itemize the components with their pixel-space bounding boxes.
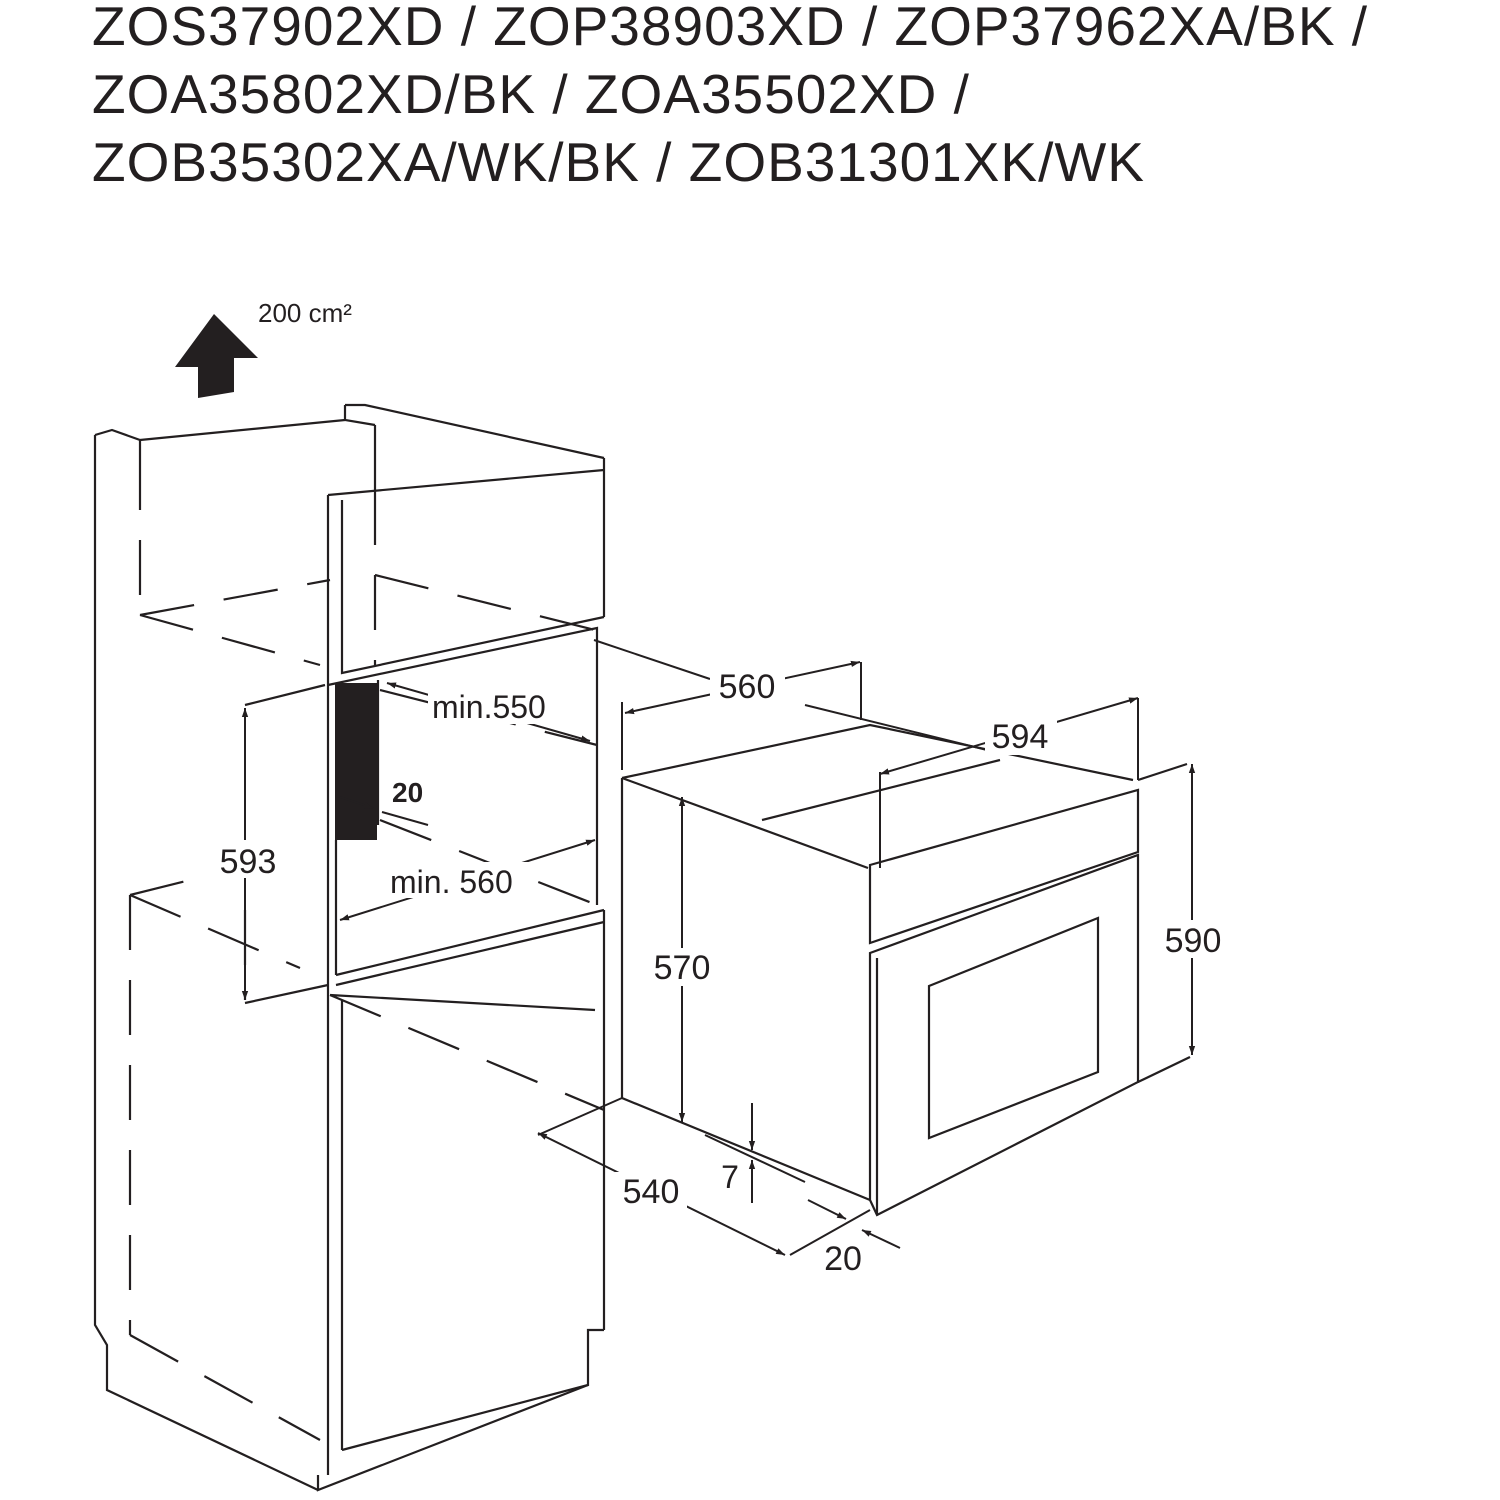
dim-cabinet-height: 593 bbox=[220, 843, 277, 881]
dim-oven-depth: 540 bbox=[623, 1173, 680, 1211]
dim-oven-body-height: 570 bbox=[654, 949, 711, 987]
ventilation-label: 200 cm² bbox=[258, 298, 352, 328]
dim-cabinet-min-width: min. 560 bbox=[390, 864, 513, 900]
up-arrow-icon bbox=[175, 314, 258, 398]
dim-oven-body-width: 560 bbox=[719, 668, 776, 706]
title-line-2: ZOA35802XD/BK / ZOA35502XD / bbox=[92, 63, 970, 125]
dim-front-thickness: 20 bbox=[824, 1240, 862, 1278]
dim-oven-front-width: 594 bbox=[992, 718, 1049, 756]
dim-oven-front-height: 590 bbox=[1165, 922, 1222, 960]
kitchen-cabinet bbox=[93, 403, 606, 1492]
dim-bottom-offset: 7 bbox=[721, 1159, 739, 1195]
title-line-1: ZOS37902XD / ZOP38903XD / ZOP37962XA/BK … bbox=[92, 0, 1369, 57]
oven-dimensions: 560 594 570 590 540 7 20 bbox=[537, 639, 1228, 1278]
dim-gap: 20 bbox=[392, 777, 423, 808]
cabinet-dimensions: 593 min.550 20 min. 560 bbox=[212, 682, 596, 1005]
dim-cabinet-min-depth: min.550 bbox=[432, 689, 546, 725]
title-line-3: ZOB35302XA/WK/BK / ZOB31301XK/WK bbox=[92, 131, 1145, 193]
